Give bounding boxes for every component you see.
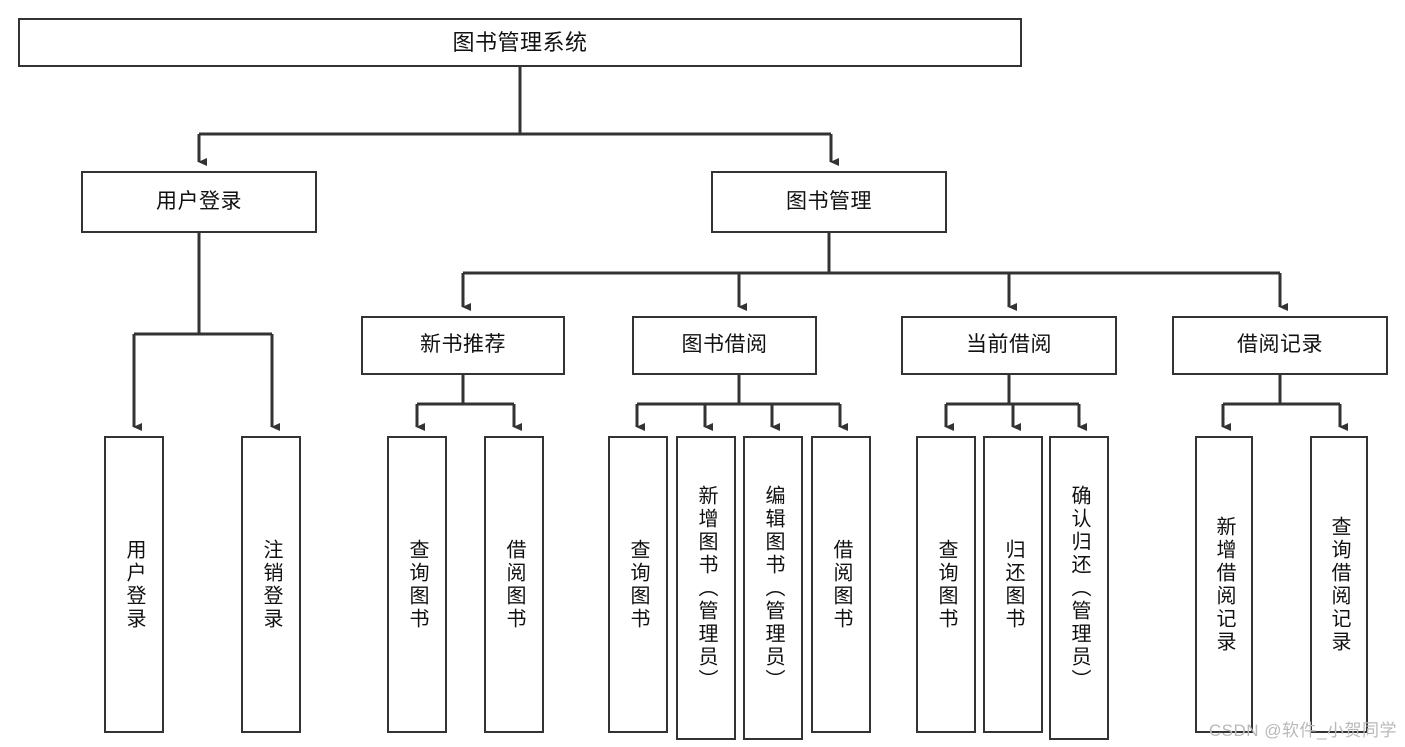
node-leaf-borrow-books[interactable]: 借阅图书 [811, 436, 871, 733]
node-leaf-return-books[interactable]: 归还图书 [983, 436, 1043, 733]
node-leaf-add-borrow-record[interactable]: 新增借阅记录 [1195, 436, 1253, 733]
node-level3-borrow-records[interactable]: 借阅记录 [1172, 316, 1388, 375]
node-leaf-add-book-admin[interactable]: 新增图书（管理员） [676, 436, 736, 740]
node-level2-book-management[interactable]: 图书管理 [711, 171, 947, 233]
node-leaf-user-login[interactable]: 用户登录 [104, 436, 164, 733]
node-root[interactable]: 图书管理系统 [18, 18, 1022, 67]
node-leaf-query-books-newbook[interactable]: 查询图书 [387, 436, 447, 733]
node-level3-current-borrow[interactable]: 当前借阅 [901, 316, 1117, 375]
node-level3-new-book-recommendation[interactable]: 新书推荐 [361, 316, 565, 375]
node-leaf-query-borrow-record[interactable]: 查询借阅记录 [1310, 436, 1368, 733]
node-level3-book-borrow[interactable]: 图书借阅 [632, 316, 817, 375]
node-leaf-logout[interactable]: 注销登录 [241, 436, 301, 733]
node-leaf-borrow-books-newbook[interactable]: 借阅图书 [484, 436, 544, 733]
node-level2-user-login[interactable]: 用户登录 [81, 171, 317, 233]
node-leaf-query-books-borrow[interactable]: 查询图书 [608, 436, 668, 733]
node-leaf-query-books-current[interactable]: 查询图书 [916, 436, 976, 733]
node-leaf-confirm-return-admin[interactable]: 确认归还（管理员） [1049, 436, 1109, 740]
node-leaf-edit-book-admin[interactable]: 编辑图书（管理员） [743, 436, 803, 740]
watermark-text: CSDN @软件_小贺同学 [1208, 721, 1397, 740]
